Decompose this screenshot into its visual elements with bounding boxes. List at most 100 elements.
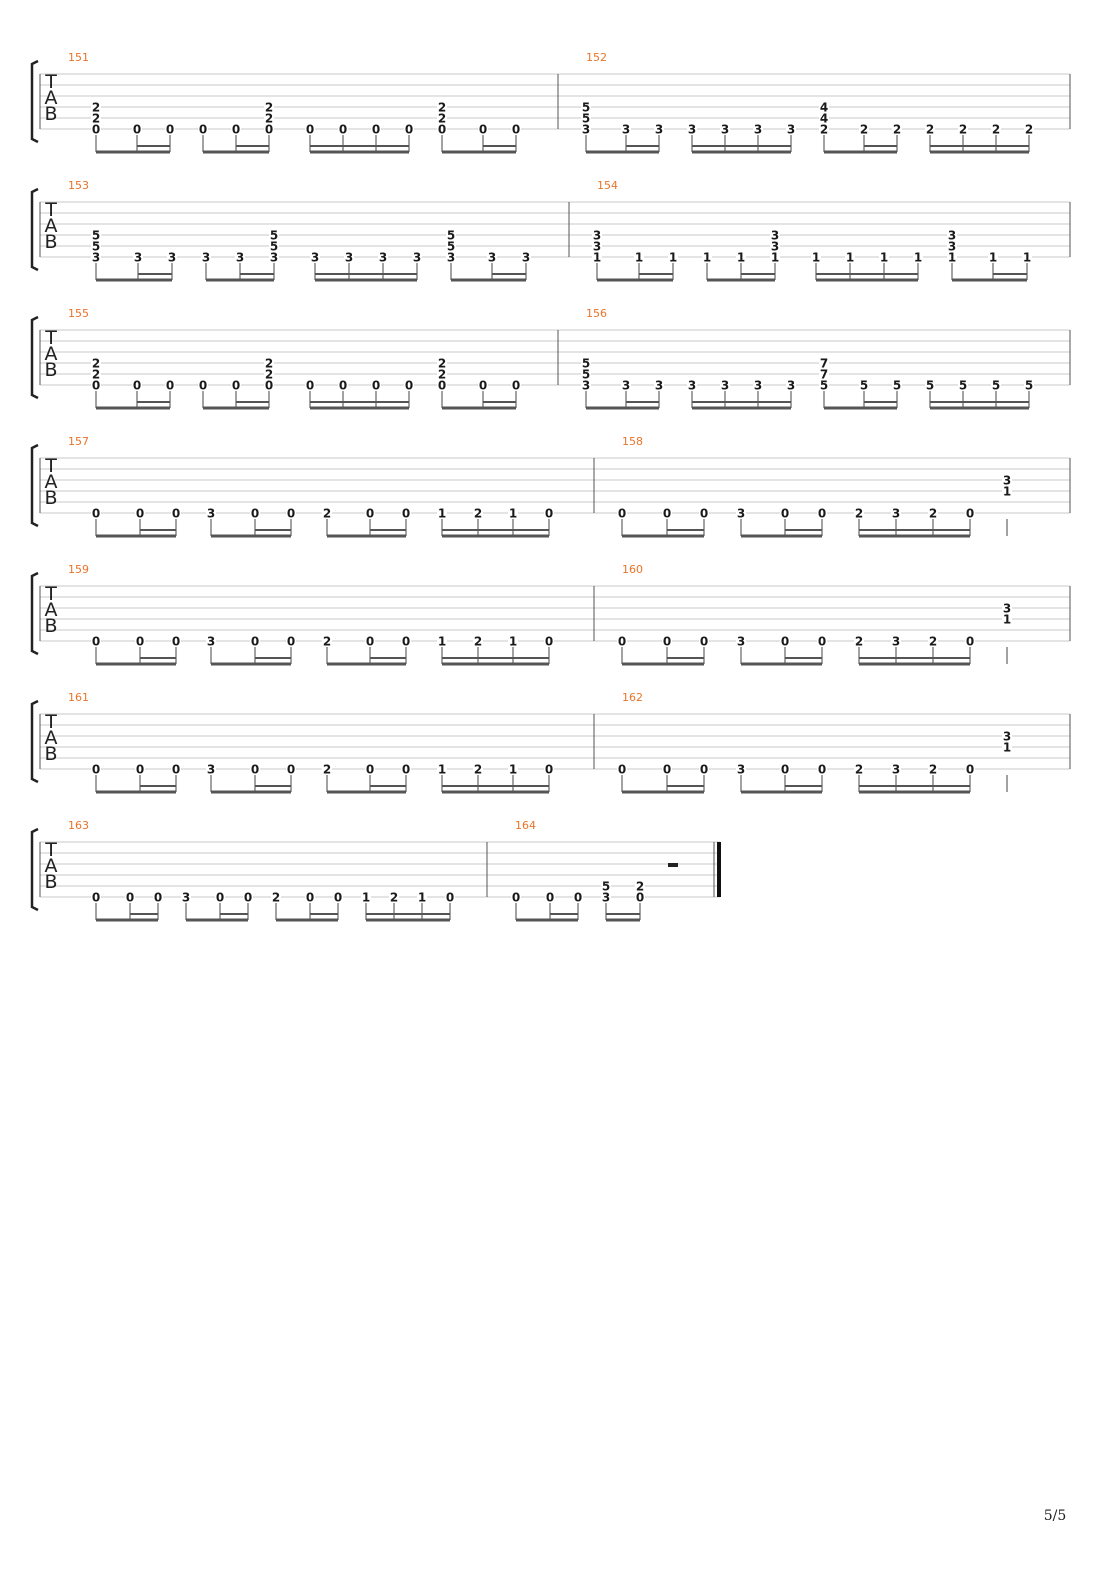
fret-mask xyxy=(581,123,591,135)
fret-number: 0 xyxy=(700,635,708,649)
fret-number: 3 xyxy=(582,379,590,393)
fret-mask xyxy=(473,763,483,775)
fret-mask xyxy=(412,251,422,263)
fret-number: 3 xyxy=(182,891,190,905)
fret-mask xyxy=(91,763,101,775)
fret-mask xyxy=(153,891,163,903)
fret-mask xyxy=(544,763,554,775)
fret-mask xyxy=(581,112,591,124)
fret-number: 2 xyxy=(929,635,937,649)
fret-mask xyxy=(1024,123,1034,135)
fret-mask xyxy=(201,251,211,263)
fret-number: 2 xyxy=(265,101,273,115)
fret-number: 3 xyxy=(522,251,530,265)
fret-mask xyxy=(662,635,672,647)
measure-number: 162 xyxy=(622,691,643,704)
fret-number: 2 xyxy=(474,507,482,521)
fret-mask xyxy=(770,229,780,241)
fret-number: 2 xyxy=(92,368,100,382)
fret-number: 0 xyxy=(818,635,826,649)
fret-mask xyxy=(445,891,455,903)
fret-mask xyxy=(544,507,554,519)
fret-number: 1 xyxy=(812,251,820,265)
fret-number: 3 xyxy=(787,123,795,137)
measure-number: 160 xyxy=(622,563,643,576)
fret-mask xyxy=(250,763,260,775)
fret-number: 0 xyxy=(339,123,347,137)
fret-number: 3 xyxy=(754,379,762,393)
fret-number: 0 xyxy=(172,507,180,521)
fret-mask xyxy=(365,635,375,647)
fret-mask xyxy=(437,112,447,124)
measure-number: 151 xyxy=(68,51,89,64)
fret-mask xyxy=(305,123,315,135)
fret-number: 5 xyxy=(582,101,590,115)
system-bracket xyxy=(30,187,39,272)
fret-mask xyxy=(1002,741,1012,753)
fret-mask xyxy=(1002,602,1012,614)
tab-clef-letter: A xyxy=(45,87,58,109)
fret-number: 0 xyxy=(545,763,553,777)
fret-number: 1 xyxy=(737,251,745,265)
fret-mask xyxy=(171,507,181,519)
fret-number: 0 xyxy=(781,507,789,521)
fret-mask xyxy=(478,379,488,391)
fret-mask xyxy=(811,251,821,263)
fret-number: 0 xyxy=(818,507,826,521)
fret-number: 1 xyxy=(914,251,922,265)
measure-number: 164 xyxy=(515,819,536,832)
fret-number: 0 xyxy=(306,123,314,137)
fret-number: 0 xyxy=(966,635,974,649)
fret-mask xyxy=(947,251,957,263)
fret-mask xyxy=(91,101,101,113)
fret-mask xyxy=(780,635,790,647)
fret-mask xyxy=(508,635,518,647)
fret-mask xyxy=(171,763,181,775)
fret-number: 0 xyxy=(402,507,410,521)
fret-number: 3 xyxy=(207,763,215,777)
tab-clef-letter: A xyxy=(45,343,58,365)
fret-mask xyxy=(545,891,555,903)
tab-clef-letter: B xyxy=(44,743,57,765)
tab-clef-letter: B xyxy=(44,615,57,637)
fret-mask xyxy=(635,891,645,903)
measure-number: 155 xyxy=(68,307,89,320)
tab-clef-letter: T xyxy=(44,711,57,733)
fret-mask xyxy=(235,251,245,263)
fret-number: 5 xyxy=(820,379,828,393)
fret-mask xyxy=(1002,730,1012,742)
fret-number: 0 xyxy=(133,123,141,137)
fret-mask xyxy=(446,240,456,252)
tab-clef-letter: A xyxy=(45,599,58,621)
fret-mask xyxy=(264,368,274,380)
fret-number: 2 xyxy=(1025,123,1033,137)
fret-number: 0 xyxy=(136,507,144,521)
fret-number: 3 xyxy=(92,251,100,265)
fret-number: 3 xyxy=(737,763,745,777)
fret-mask xyxy=(958,123,968,135)
fret-mask xyxy=(817,635,827,647)
fret-number: 3 xyxy=(1003,602,1011,616)
fret-mask xyxy=(819,357,829,369)
fret-mask xyxy=(250,635,260,647)
fret-mask xyxy=(617,507,627,519)
fret-number: 0 xyxy=(92,891,100,905)
fret-mask xyxy=(687,123,697,135)
page-number: 5/5 xyxy=(1043,1508,1067,1524)
fret-mask xyxy=(264,357,274,369)
fret-number: 5 xyxy=(447,229,455,243)
fret-number: 0 xyxy=(251,507,259,521)
fret-number: 2 xyxy=(272,891,280,905)
fret-mask xyxy=(928,763,938,775)
fret-mask xyxy=(206,763,216,775)
fret-number: 5 xyxy=(860,379,868,393)
fret-mask xyxy=(365,507,375,519)
fret-number: 0 xyxy=(512,123,520,137)
